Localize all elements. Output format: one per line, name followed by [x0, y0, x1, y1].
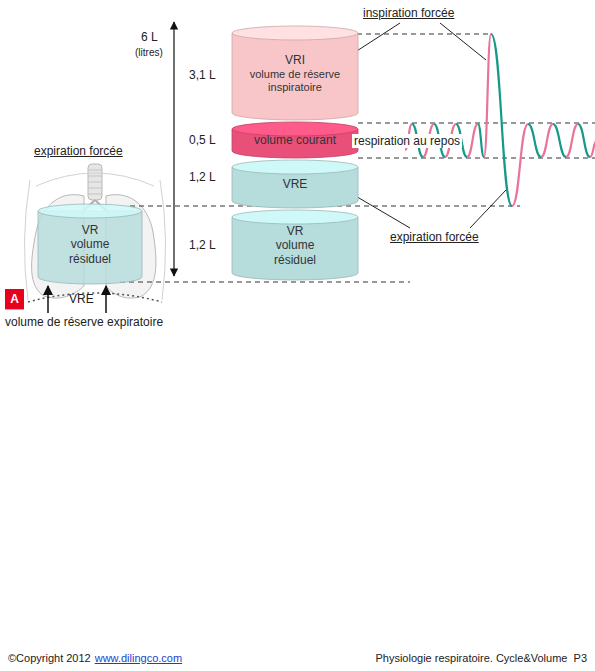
text-group: VRE	[283, 177, 308, 191]
volume-label: VRE	[69, 292, 94, 306]
scale-value: 6 L	[141, 30, 158, 44]
callout-label: respiration au repos	[352, 134, 462, 148]
text-group: VRvolume résiduel	[55, 223, 125, 266]
node-text: volume résiduel	[260, 238, 330, 267]
text-group: VRvolume résiduel	[260, 224, 330, 267]
volume-label: volume de réserve expiratoire	[5, 315, 163, 329]
spirogram-curve	[405, 34, 595, 206]
arrow	[105, 286, 107, 313]
node-text: volume de réserve inspiratoire	[235, 68, 355, 94]
curve-segment	[541, 124, 553, 157]
curve-segment	[467, 124, 478, 157]
volume-cylinder: VRE	[232, 160, 358, 208]
lungs-drawing	[24, 164, 165, 300]
volume-value: 0,5 L	[189, 133, 216, 147]
volume-value: 1,2 L	[189, 238, 216, 252]
copyright: ©Copyright 2012	[8, 652, 91, 665]
volume-cylinder: VRIvolume de réserve inspiratoire	[232, 26, 358, 120]
volume-value: 3,1 L	[189, 68, 216, 82]
curve-segment	[578, 124, 590, 157]
volume-cylinder: volume courant	[232, 122, 358, 158]
curve-segment	[491, 34, 512, 206]
node-heading: VRE	[283, 177, 308, 191]
scale-arrow	[173, 22, 174, 276]
text-group: VRIvolume de réserve inspiratoire	[235, 53, 355, 94]
node-text: volume résiduel	[55, 237, 125, 266]
arrow	[47, 286, 49, 313]
curve-segment	[478, 124, 484, 157]
footer-title: Physiologie respiratoire. Cycle&Volume P…	[375, 652, 587, 665]
volume-cylinder: VRvolume résiduel	[38, 204, 142, 284]
node-heading: A	[10, 292, 19, 306]
text-group: A	[10, 292, 19, 306]
curve-segment	[566, 124, 578, 157]
curve-segment	[590, 140, 595, 157]
node-heading: VR	[260, 224, 330, 238]
panel-letter: A	[5, 289, 24, 309]
curve-segment	[528, 124, 541, 157]
curve-segment	[512, 124, 528, 206]
leader-lines	[342, 23, 506, 228]
volume-cylinder: VRvolume résiduel	[232, 210, 358, 280]
figure-caption: expiration forcée	[34, 144, 123, 158]
website-link: www.dilingco.com	[95, 652, 182, 665]
node-heading: VR	[55, 223, 125, 237]
scale-unit: (litres)	[135, 47, 163, 59]
curve-segment	[553, 124, 566, 157]
text-group: volume courant	[254, 133, 336, 147]
volume-value: 1,2 L	[189, 170, 216, 184]
guide-lines	[120, 34, 595, 282]
callout-label: expiration forcée	[390, 230, 479, 244]
curve-segment	[484, 34, 491, 157]
node-heading: VRI	[235, 53, 355, 67]
callout-label: inspiration forcée	[363, 6, 454, 20]
node-heading: volume courant	[254, 133, 336, 147]
